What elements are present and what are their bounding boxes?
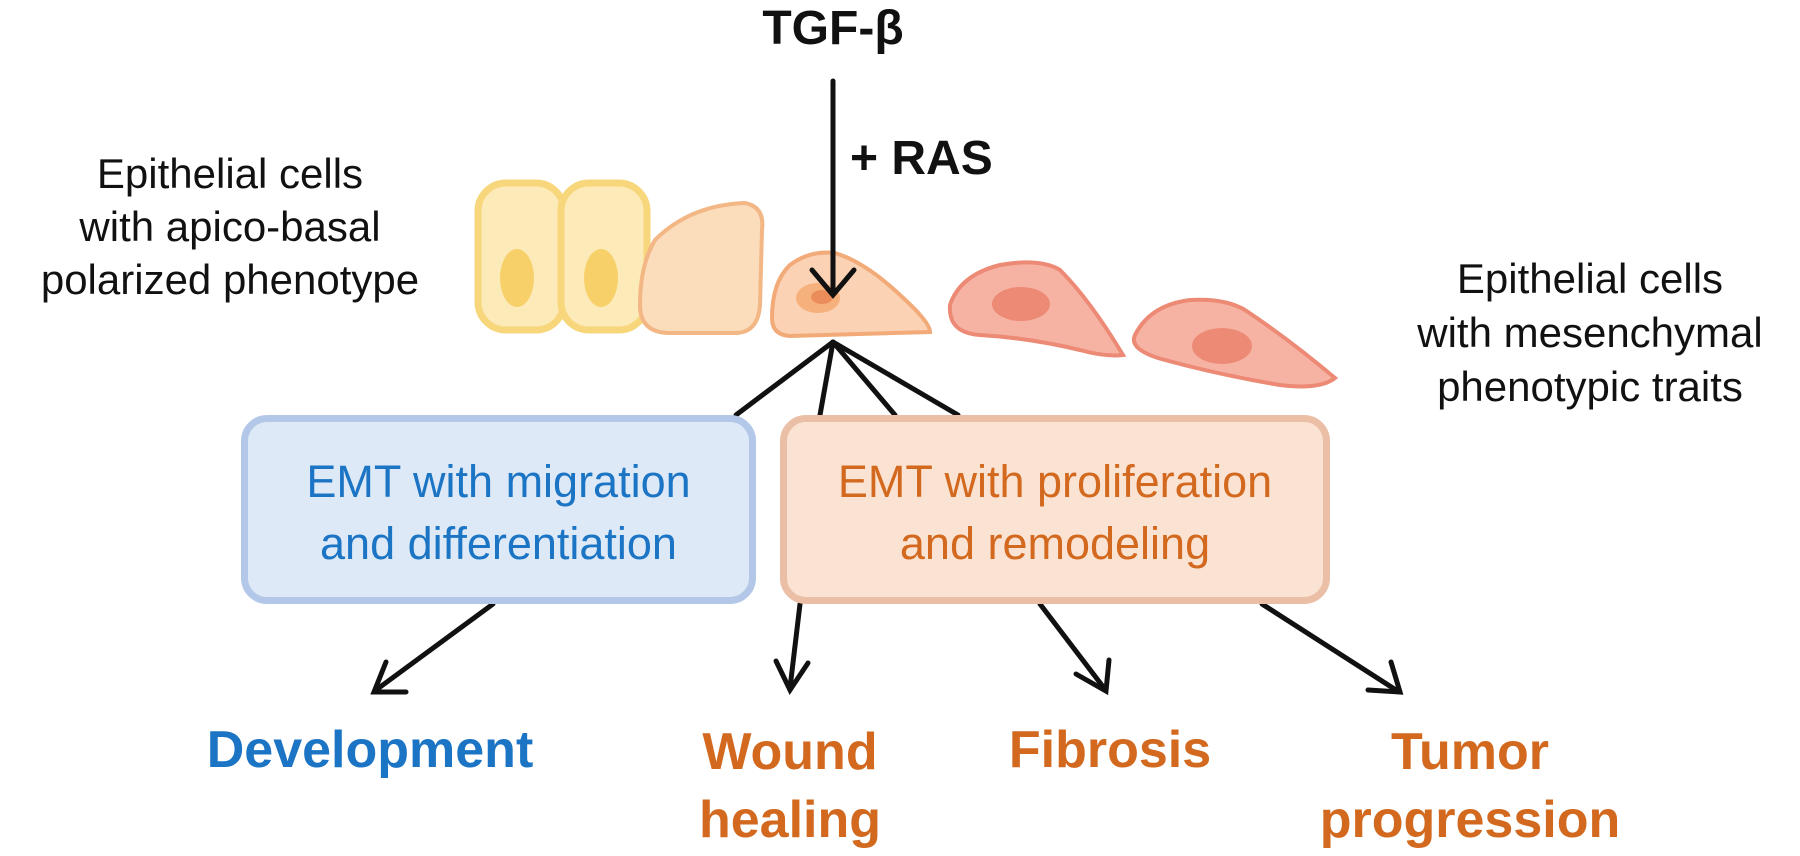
emt-migration-line2: and differentiation bbox=[320, 518, 677, 569]
transition-cell-1 bbox=[637, 200, 765, 335]
outcome-tumor-progression: Tumor progression bbox=[1300, 718, 1640, 854]
right-caption: Epithelial cells with mesenchymal phenot… bbox=[1380, 252, 1800, 414]
outcome-tumor-line: Tumor bbox=[1391, 723, 1549, 781]
left-caption: Epithelial cells with apico-basal polari… bbox=[0, 147, 460, 306]
mesenchymal-cell-1 bbox=[947, 260, 1127, 358]
outcome-wound-line: Wound bbox=[702, 723, 878, 781]
outcome-tumor-line: progression bbox=[1319, 791, 1621, 849]
outcome-development: Development bbox=[206, 721, 534, 779]
left-caption-line: polarized phenotype bbox=[40, 256, 420, 303]
polarized-cell-1 bbox=[474, 179, 568, 334]
emt-proliferation-line2: and remodeling bbox=[899, 518, 1211, 569]
right-caption-line: with mesenchymal bbox=[1417, 309, 1763, 356]
emt-migration-line1: EMT with migration bbox=[306, 456, 691, 507]
polarized-cell-2 bbox=[557, 179, 651, 334]
emt-proliferation-line1: EMT with proliferation bbox=[837, 456, 1273, 507]
outcome-wound-healing: Wound healing bbox=[640, 718, 940, 854]
left-caption-line: Epithelial cells bbox=[96, 150, 364, 197]
mesenchymal-cell-2 bbox=[1131, 297, 1339, 389]
left-caption-line: with apico-basal bbox=[79, 203, 381, 250]
outcome-wound-line: healing bbox=[698, 791, 882, 849]
tgf-beta-label: TGF-β bbox=[762, 2, 904, 55]
outcome-arrows bbox=[370, 601, 1404, 696]
branch-lines bbox=[733, 339, 961, 418]
emt-proliferation-box: EMT with proliferation and remodeling bbox=[780, 415, 1330, 604]
emt-migration-box: EMT with migration and differentiation bbox=[241, 415, 756, 604]
right-caption-line: Epithelial cells bbox=[1456, 255, 1724, 302]
central-cell bbox=[769, 250, 933, 339]
tgf-arrow bbox=[809, 78, 857, 299]
ras-label: + RAS bbox=[850, 132, 993, 185]
right-caption-line: phenotypic traits bbox=[1437, 363, 1743, 410]
outcome-fibrosis: Fibrosis bbox=[1008, 721, 1212, 779]
